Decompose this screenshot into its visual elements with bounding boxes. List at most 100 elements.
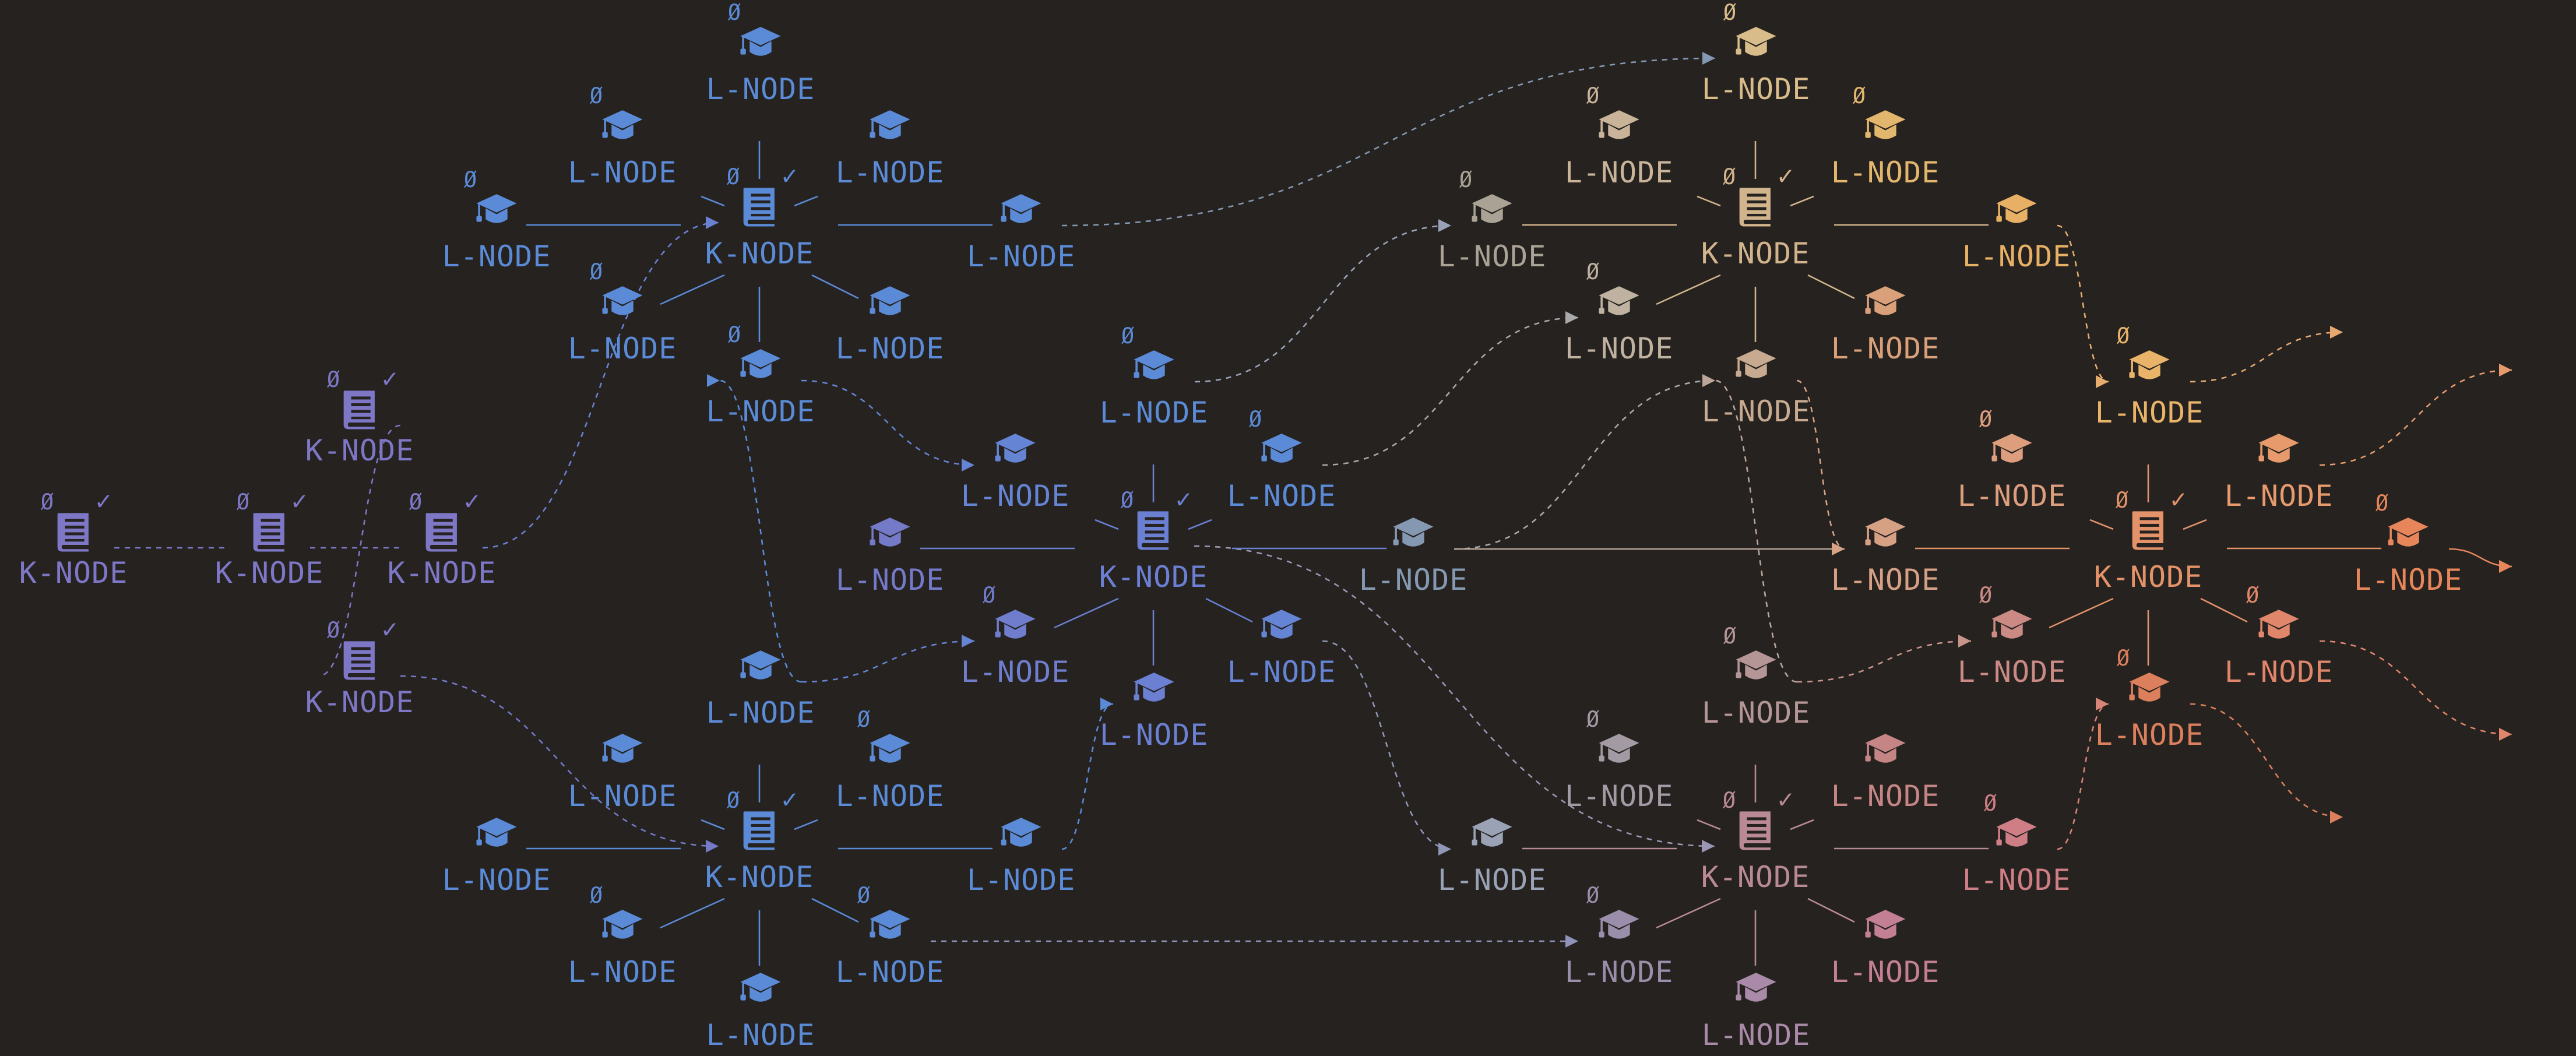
graduation-cap-icon	[2129, 673, 2170, 702]
l-node[interactable]: L-NODE	[961, 434, 1070, 513]
arrowhead	[1438, 219, 1451, 232]
node-label: L-NODE	[1831, 955, 1940, 989]
zero-mark: Ø	[1723, 164, 1736, 189]
l-node[interactable]: L-NODE	[1702, 973, 1811, 1052]
spoke-line	[811, 274, 859, 300]
arrowhead	[706, 216, 719, 229]
connection-edge	[719, 379, 802, 683]
arrowhead	[962, 635, 974, 647]
connection-edge	[318, 424, 401, 677]
l-node[interactable]: L-NODE	[1359, 518, 1468, 597]
graduation-cap-icon	[602, 110, 643, 139]
spoke-line	[1697, 195, 1721, 207]
node-label: K-NODE	[19, 556, 128, 590]
l-node[interactable]: L-NODE	[1831, 910, 1940, 989]
connection-edge	[2057, 224, 2109, 383]
l-node[interactable]: L-NODE	[706, 973, 815, 1052]
node-label: L-NODE	[961, 479, 1070, 513]
graduation-cap-icon	[870, 110, 910, 139]
zero-mark: Ø	[1586, 707, 1599, 732]
graduation-cap-icon	[1865, 518, 1906, 547]
l-node[interactable]: L-NODE	[836, 286, 945, 365]
l-node[interactable]: L-NODE	[1227, 434, 1336, 513]
node-label: K-NODE	[388, 556, 497, 590]
zero-mark: Ø	[590, 259, 603, 284]
l-node[interactable]: L-NODE	[967, 818, 1076, 897]
l-node[interactable]: L-NODE	[1702, 349, 1811, 428]
graduation-cap-icon	[1261, 610, 1302, 639]
graduation-cap-icon	[476, 818, 517, 847]
l-node[interactable]: L-NODE	[1831, 286, 1940, 365]
node-label: L-NODE	[1438, 863, 1547, 897]
l-node[interactable]: L-NODE	[568, 734, 677, 813]
check-mark: ✓	[780, 164, 800, 190]
spoke-line	[2183, 519, 2207, 530]
zero-mark: Ø	[1586, 259, 1599, 284]
l-node[interactable]: L-NODE	[1227, 610, 1336, 689]
l-node[interactable]: L-NODE	[836, 110, 945, 189]
l-node[interactable]: L-NODE	[1962, 194, 2071, 273]
zero-mark: Ø	[1459, 167, 1472, 192]
spoke-line	[2200, 597, 2248, 623]
arrowhead	[2330, 811, 2343, 823]
l-node[interactable]: L-NODE	[706, 650, 815, 730]
l-node[interactable]: L-NODE	[967, 194, 1076, 273]
l-node[interactable]: L-NODE	[1831, 734, 1940, 813]
l-node[interactable]: L-NODE	[1438, 818, 1547, 897]
l-node[interactable]: L-NODE	[2225, 434, 2334, 513]
l-node[interactable]: L-NODE	[1831, 518, 1940, 597]
zero-mark: Ø	[1121, 323, 1134, 349]
book-icon	[743, 811, 775, 850]
graduation-cap-icon	[602, 286, 643, 315]
zero-mark: Ø	[857, 707, 870, 732]
arrowhead	[2499, 560, 2512, 573]
l-node[interactable]: L-NODE	[442, 818, 551, 897]
zero-mark: Ø	[1979, 583, 1992, 608]
graduation-cap-icon	[1393, 518, 1434, 547]
node-label: L-NODE	[1100, 718, 1209, 752]
l-node[interactable]: L-NODE	[836, 518, 945, 597]
spoke-line	[1095, 519, 1119, 530]
l-node[interactable]: L-NODE	[1100, 673, 1209, 752]
graduation-cap-icon	[740, 973, 781, 1002]
node-label: K-NODE	[705, 860, 814, 894]
connection-edge	[1796, 640, 1972, 683]
